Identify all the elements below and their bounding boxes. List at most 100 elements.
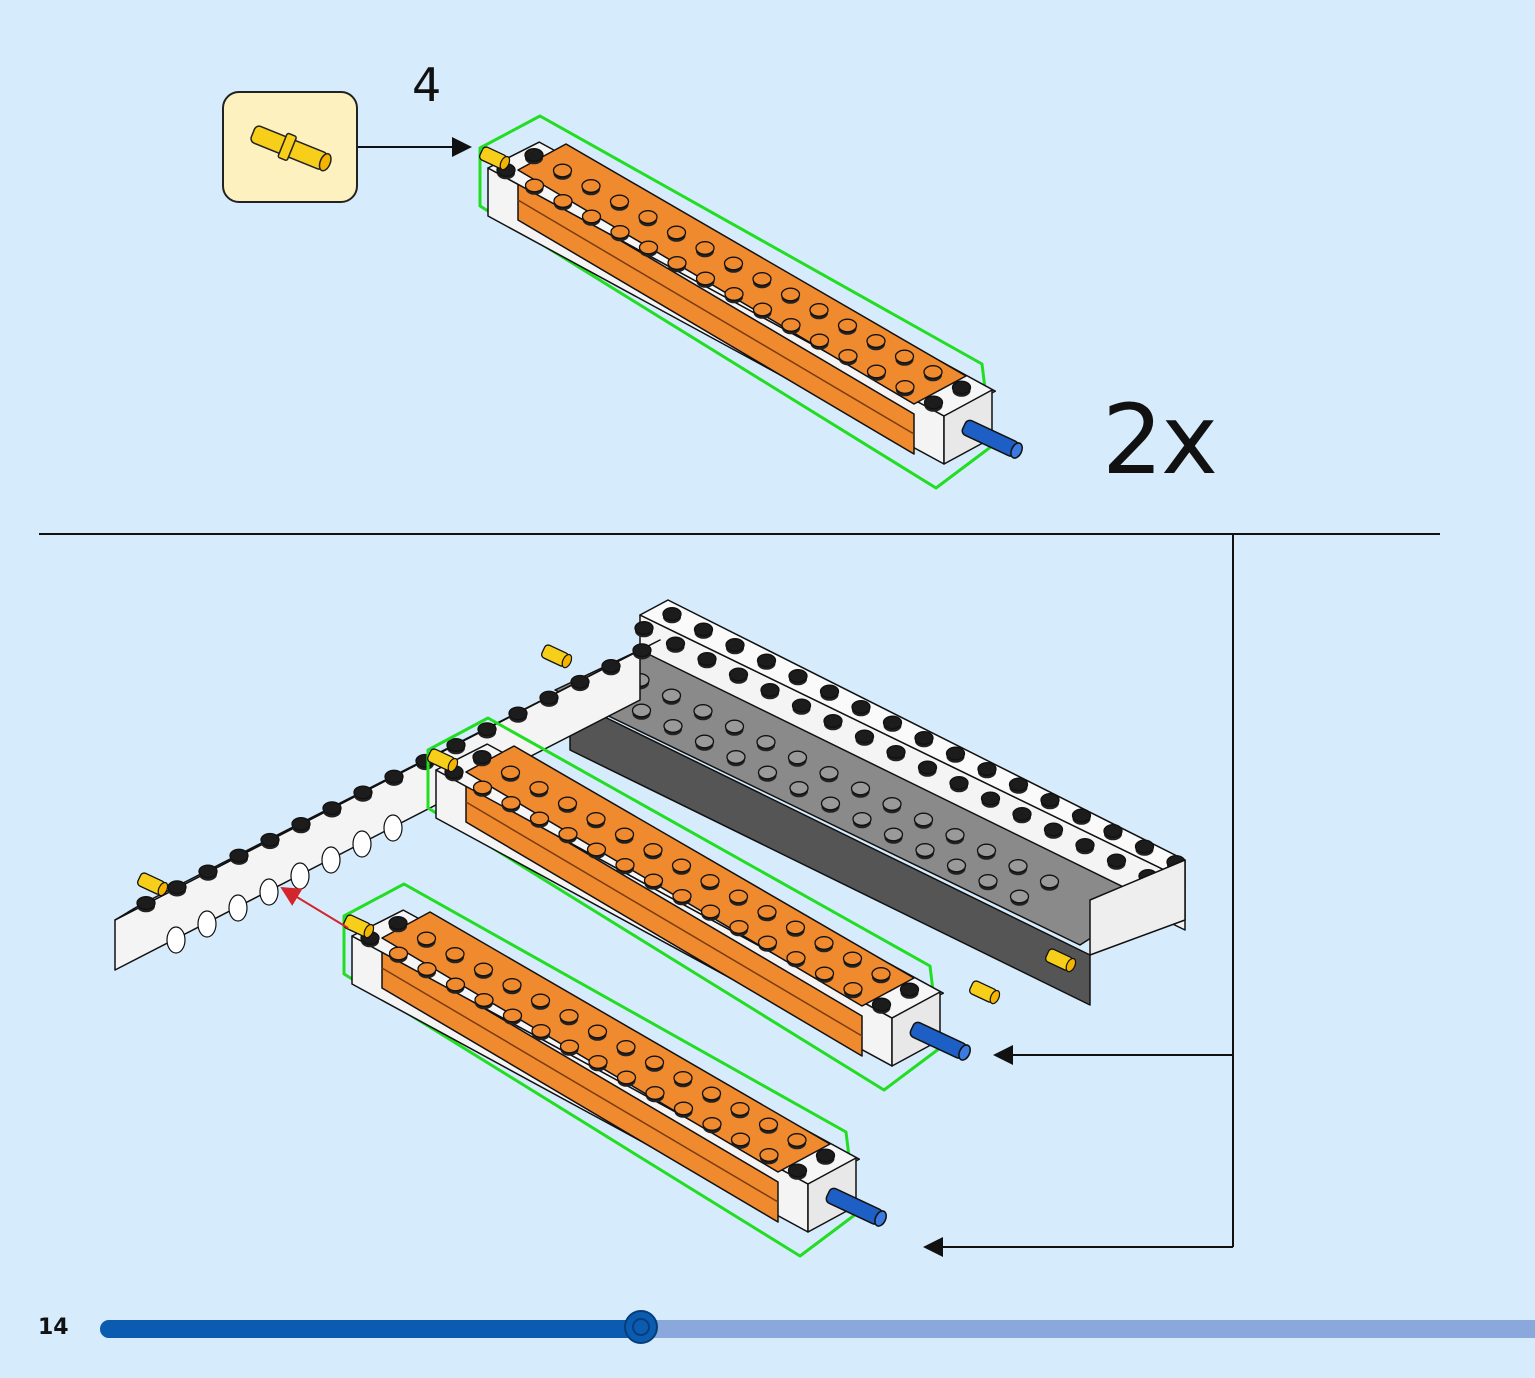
- stud-icon: [1008, 859, 1028, 873]
- stud-icon: [136, 896, 156, 910]
- page-number: 14: [38, 1315, 69, 1340]
- stud-icon: [609, 194, 630, 209]
- stud-icon: [757, 935, 778, 950]
- stud-icon: [1012, 807, 1032, 821]
- stud-icon: [757, 765, 778, 780]
- yellow-pin-icon: [479, 146, 511, 171]
- blue-axle-pin-icon: [961, 419, 1023, 459]
- stud-icon: [260, 832, 280, 847]
- stud-icon: [524, 178, 545, 193]
- stud-icon: [729, 920, 749, 934]
- stud-icon: [665, 636, 686, 651]
- stud-icon: [558, 827, 578, 841]
- stud-icon: [445, 947, 465, 961]
- stud-icon: [416, 931, 437, 946]
- stud-icon: [322, 801, 342, 816]
- stud-icon: [945, 746, 966, 761]
- stud-icon: [866, 334, 886, 348]
- stud-icon: [610, 225, 630, 239]
- stud-icon: [474, 993, 494, 1007]
- stud-icon: [724, 287, 744, 301]
- stud-icon: [951, 380, 972, 395]
- stud-icon: [229, 848, 249, 863]
- stud-icon: [524, 148, 544, 162]
- beam-hole: [352, 830, 372, 858]
- stud-icon: [663, 719, 683, 733]
- stud-icon: [616, 1040, 636, 1054]
- step-number: 4: [412, 58, 442, 112]
- stud-icon: [917, 760, 938, 775]
- beam-hole: [166, 926, 186, 954]
- stud-icon: [723, 256, 744, 271]
- yellow-pin-icon: [541, 644, 573, 669]
- stud-icon: [388, 916, 408, 930]
- stud-icon: [693, 622, 714, 637]
- stud-icon: [291, 817, 311, 831]
- stud-icon: [581, 179, 601, 193]
- stud-icon: [882, 715, 903, 730]
- stud-icon: [915, 843, 935, 857]
- stud-icon: [667, 256, 687, 270]
- stud-icon: [1134, 839, 1155, 854]
- stud-icon: [557, 796, 578, 811]
- progress-bar: [100, 1310, 1535, 1344]
- pin-end: [499, 155, 511, 171]
- motion-arrow: [280, 886, 349, 929]
- stud-icon: [894, 349, 915, 364]
- stud-icon: [977, 762, 997, 776]
- stud-icon: [946, 858, 967, 873]
- beam-hole: [197, 910, 217, 938]
- pin-end: [561, 653, 573, 669]
- stud-icon: [851, 700, 871, 714]
- stud-icon: [614, 827, 635, 842]
- pin-end: [447, 757, 459, 773]
- stud-icon: [728, 667, 749, 682]
- stud-icon: [445, 977, 466, 992]
- stud-icon: [781, 318, 801, 332]
- yellow-pin-icon: [427, 748, 459, 773]
- stud-icon: [553, 194, 573, 208]
- stud-icon: [882, 797, 902, 811]
- stud-icon: [198, 864, 218, 879]
- stud-icon: [539, 690, 559, 705]
- stud-icon: [477, 722, 497, 737]
- stud-icon: [1039, 874, 1060, 889]
- stud-icon: [756, 653, 777, 668]
- yellow-pin-icon: [1045, 948, 1077, 973]
- main-assembly: [114, 599, 1186, 1258]
- stud-icon: [809, 333, 830, 348]
- stud-icon: [587, 1024, 608, 1039]
- beam-hole: [383, 814, 403, 842]
- stud-icon: [787, 1163, 808, 1178]
- stud-icon: [672, 889, 692, 903]
- stud-icon: [923, 365, 943, 379]
- stud-icon: [786, 951, 806, 965]
- stud-icon: [1009, 889, 1030, 904]
- progress-indicator: [623, 1310, 658, 1344]
- stud-icon: [814, 936, 834, 950]
- stud-icon: [446, 738, 466, 752]
- stud-icon: [694, 734, 715, 749]
- stud-icon: [616, 1070, 637, 1085]
- stud-icon: [167, 880, 187, 895]
- stud-icon: [789, 781, 809, 795]
- axle-end: [1010, 442, 1023, 459]
- beam-hole: [321, 846, 341, 874]
- stud-icon: [724, 719, 745, 734]
- stud-icon: [913, 812, 934, 827]
- stud-icon: [787, 1133, 807, 1147]
- plate-assembly: [426, 716, 971, 1092]
- stud-icon: [644, 1055, 665, 1070]
- plate-assembly: [342, 882, 887, 1258]
- stud-icon: [502, 1008, 523, 1023]
- stud-icon: [838, 349, 858, 363]
- stud-icon: [601, 659, 621, 673]
- stud-icon: [700, 874, 720, 888]
- stud-icon: [871, 967, 891, 981]
- stud-icon: [980, 791, 1001, 806]
- yellow-pin-icon: [137, 872, 169, 897]
- stud-icon: [923, 395, 944, 410]
- stud-icon: [1040, 793, 1060, 807]
- stud-icon: [730, 1102, 750, 1116]
- stud-icon: [814, 966, 835, 981]
